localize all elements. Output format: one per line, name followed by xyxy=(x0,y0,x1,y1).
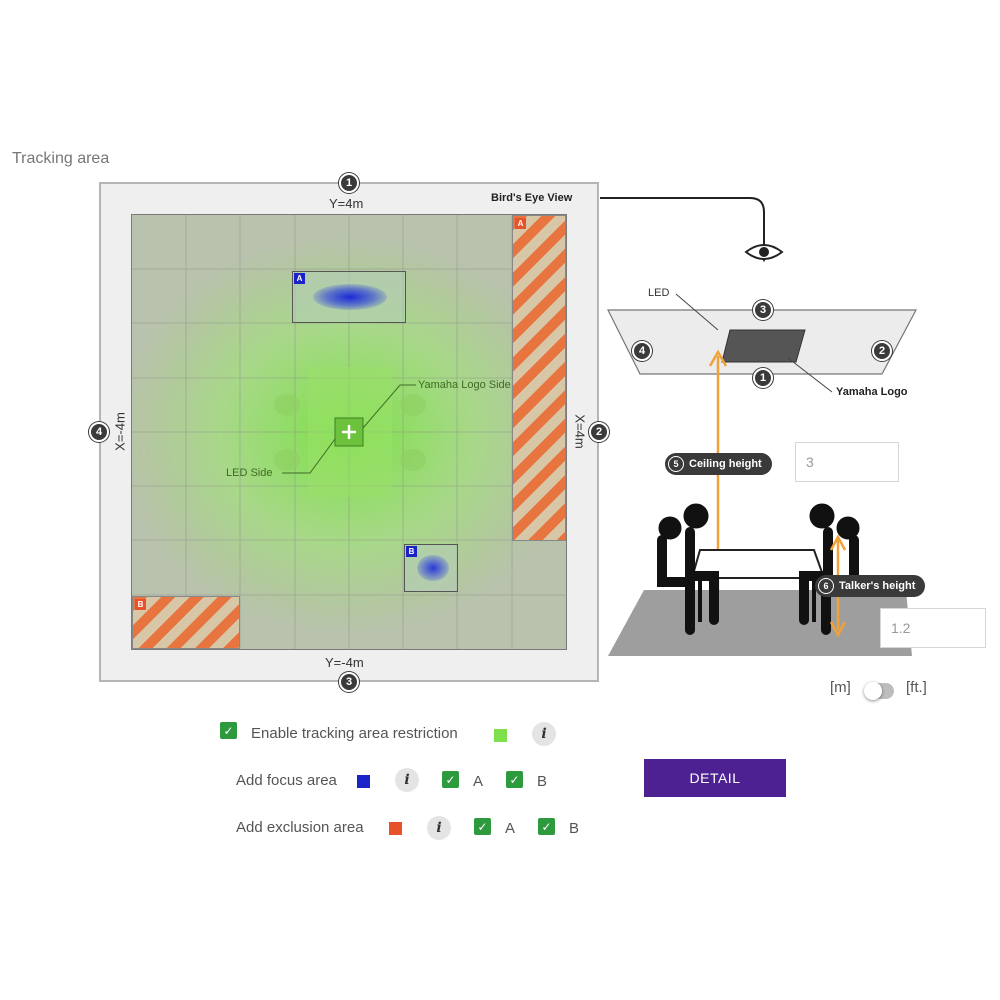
focus-heat-b xyxy=(417,555,449,581)
talker-height-pill: 6 Talker's height xyxy=(815,575,926,597)
birds-eye-view-label: Bird's Eye View xyxy=(491,192,573,204)
exclusion-b-checkbox[interactable]: ✓ xyxy=(538,818,555,835)
marker-bottom: 3 xyxy=(339,672,359,692)
grid-lines xyxy=(132,215,566,649)
callout-led-side: LED Side xyxy=(226,467,273,479)
enable-restriction-label: Enable tracking area restriction xyxy=(251,725,458,742)
focus-color-swatch xyxy=(357,775,370,788)
focus-a-label: A xyxy=(473,773,484,790)
talker-height-label: Talker's height xyxy=(839,580,916,592)
info-icon[interactable]: i xyxy=(427,816,451,840)
exclusion-tag-b: B xyxy=(135,599,146,610)
seated-person-left-icon xyxy=(657,503,719,635)
led-callout-line xyxy=(282,438,336,474)
exclusion-area-a[interactable]: A xyxy=(512,215,566,541)
focus-area-a[interactable]: A xyxy=(292,271,406,323)
focus-area-b[interactable]: B xyxy=(404,544,458,592)
ceiling-device-icon xyxy=(721,329,806,363)
callout-yamaha-logo-side: Yamaha Logo Side xyxy=(418,379,511,391)
led-label: LED xyxy=(648,287,670,299)
unit-feet-label: [ft.] xyxy=(906,679,927,696)
exclusion-b-label: B xyxy=(569,820,580,837)
unit-toggle[interactable] xyxy=(864,682,894,700)
exclusion-area-b[interactable]: B xyxy=(132,596,240,649)
logo-leader-line xyxy=(787,357,833,393)
label-x-minus: X=-4m xyxy=(112,412,128,451)
side-marker-front: 3 xyxy=(753,300,773,320)
floor-shape xyxy=(608,590,912,656)
focus-tag-a: A xyxy=(294,273,305,284)
tracking-grid[interactable]: A B A B Yamaha Logo Side LED Side xyxy=(131,214,567,650)
focus-area-label: Add focus area xyxy=(236,772,337,789)
side-marker-right: 2 xyxy=(872,341,892,361)
enable-restriction-checkbox[interactable]: ✓ xyxy=(220,722,237,739)
ceiling-height-pill: 5 Ceiling height xyxy=(665,453,772,475)
exclusion-a-checkbox[interactable]: ✓ xyxy=(474,818,491,835)
led-leader-line xyxy=(675,293,719,331)
ceiling-height-number: 5 xyxy=(668,456,684,472)
side-marker-left: 4 xyxy=(632,341,652,361)
chair-shape xyxy=(400,449,426,471)
label-y-plus: Y=4m xyxy=(329,196,364,211)
marker-left: 4 xyxy=(89,422,109,442)
talker-height-input[interactable]: 1.2 xyxy=(880,608,986,648)
info-icon[interactable]: i xyxy=(532,722,556,746)
side-marker-back: 1 xyxy=(753,368,773,388)
detail-button[interactable]: DETAIL xyxy=(644,759,786,797)
tracking-color-swatch xyxy=(494,729,507,742)
exclusion-a-label: A xyxy=(505,820,516,837)
info-icon[interactable]: i xyxy=(395,768,419,792)
focus-tag-b: B xyxy=(406,546,417,557)
marker-right: 2 xyxy=(589,422,609,442)
ceiling-height-input[interactable]: 3 xyxy=(795,442,899,482)
view-arrow-line xyxy=(600,197,765,252)
unit-meters-label: [m] xyxy=(830,679,851,696)
focus-a-checkbox[interactable]: ✓ xyxy=(442,771,459,788)
eye-icon xyxy=(744,244,784,260)
label-x-plus: X=4m xyxy=(572,414,588,449)
section-title: Tracking area xyxy=(12,150,110,167)
unit-toggle-knob xyxy=(864,682,882,700)
focus-heat-a xyxy=(313,284,387,310)
marker-top: 1 xyxy=(339,173,359,193)
label-y-minus: Y=-4m xyxy=(325,655,364,670)
camera-center-icon xyxy=(342,425,356,439)
chair-shape xyxy=(274,449,300,471)
ceiling-height-label: Ceiling height xyxy=(689,458,762,470)
exclusion-color-swatch xyxy=(389,822,402,835)
exclusion-tag-a: A xyxy=(515,218,526,229)
focus-b-checkbox[interactable]: ✓ xyxy=(506,771,523,788)
talker-height-number: 6 xyxy=(818,578,834,594)
focus-b-label: B xyxy=(537,773,548,790)
chair-shape xyxy=(274,394,300,416)
yamaha-logo-label: Yamaha Logo xyxy=(836,386,908,398)
chair-shape xyxy=(400,394,426,416)
exclusion-area-label: Add exclusion area xyxy=(236,819,364,836)
logo-callout-line xyxy=(362,384,416,429)
